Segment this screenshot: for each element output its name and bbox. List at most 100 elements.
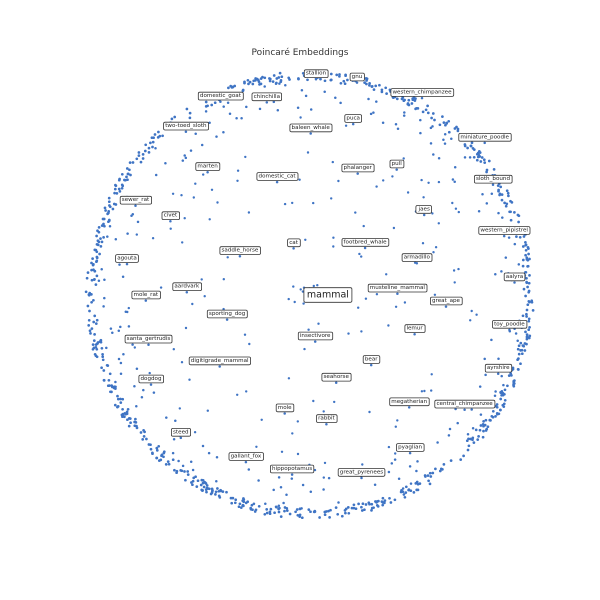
- point: [100, 346, 104, 350]
- point: [499, 397, 503, 401]
- point: [121, 397, 125, 401]
- point: [525, 276, 528, 280]
- point: [363, 508, 366, 512]
- point: [497, 211, 500, 215]
- point: [193, 431, 197, 434]
- point: [452, 269, 456, 272]
- point: [86, 271, 90, 274]
- point: [352, 503, 356, 507]
- point: [249, 506, 253, 510]
- point: [245, 105, 248, 109]
- label-text: agouta: [117, 256, 137, 262]
- label-text: digitigrade_mammal: [191, 358, 249, 364]
- point: [525, 335, 529, 339]
- point: [119, 401, 123, 404]
- point: [283, 509, 286, 513]
- point: [192, 476, 196, 480]
- point: [103, 296, 106, 300]
- point: [486, 425, 490, 429]
- point: [137, 151, 141, 154]
- point-label: seahorse: [321, 372, 352, 382]
- point: [238, 254, 242, 258]
- point: [300, 516, 304, 520]
- point: [466, 448, 470, 452]
- point-label: insectivore: [297, 331, 334, 341]
- point: [319, 77, 322, 81]
- point: [429, 126, 433, 130]
- point: [142, 388, 145, 392]
- point: [113, 191, 116, 195]
- point: [210, 103, 214, 107]
- point: [254, 508, 258, 512]
- point: [442, 463, 446, 466]
- point: [86, 304, 90, 308]
- point: [278, 82, 281, 85]
- point: [312, 399, 315, 403]
- point: [505, 189, 509, 193]
- point: [441, 115, 444, 118]
- point: [200, 478, 204, 482]
- point: [205, 484, 209, 487]
- point: [527, 281, 531, 285]
- point: [109, 390, 112, 394]
- point: [258, 83, 261, 86]
- point: [344, 74, 347, 78]
- point: [171, 192, 175, 195]
- point: [227, 86, 230, 90]
- point: [421, 110, 425, 114]
- point: [334, 96, 337, 99]
- point: [403, 111, 406, 114]
- point: [282, 501, 285, 505]
- label-box: [303, 69, 329, 79]
- point: [191, 468, 195, 472]
- point: [424, 108, 428, 112]
- label-text: miniature_poodle: [460, 134, 509, 140]
- point: [121, 415, 124, 419]
- point: [424, 475, 427, 478]
- point-label: rabbit: [316, 414, 338, 423]
- point: [428, 482, 432, 486]
- point: [412, 491, 416, 494]
- label-text: mole: [278, 405, 292, 411]
- point: [503, 201, 506, 205]
- point: [365, 82, 368, 86]
- point: [116, 405, 120, 408]
- point: [504, 256, 508, 259]
- point: [527, 319, 531, 323]
- point: [155, 446, 159, 450]
- point: [517, 214, 521, 218]
- point: [183, 217, 186, 220]
- point: [370, 509, 373, 512]
- point: [467, 444, 471, 448]
- point: [453, 166, 457, 169]
- point: [344, 511, 347, 515]
- point: [369, 112, 373, 116]
- point: [471, 426, 475, 430]
- point: [200, 278, 203, 281]
- point: [154, 173, 158, 177]
- point: [478, 385, 482, 388]
- point-label: sporting_dog: [206, 309, 248, 319]
- point: [135, 404, 138, 408]
- point: [368, 502, 371, 506]
- point: [275, 180, 279, 184]
- point: [372, 111, 375, 114]
- point: [427, 181, 430, 184]
- point: [443, 133, 447, 136]
- point: [393, 498, 397, 502]
- point: [116, 397, 120, 401]
- point: [527, 247, 530, 250]
- point: [251, 508, 254, 512]
- point: [401, 487, 405, 490]
- label-box: [206, 309, 248, 319]
- point: [309, 132, 312, 135]
- point: [401, 96, 405, 99]
- point: [116, 394, 119, 398]
- point-label: miniature_poodle: [458, 132, 512, 142]
- point: [403, 98, 406, 102]
- label-text: pyaglian: [398, 445, 422, 451]
- point: [313, 340, 317, 343]
- point: [288, 512, 292, 516]
- point: [215, 455, 219, 459]
- label-box: [251, 92, 283, 102]
